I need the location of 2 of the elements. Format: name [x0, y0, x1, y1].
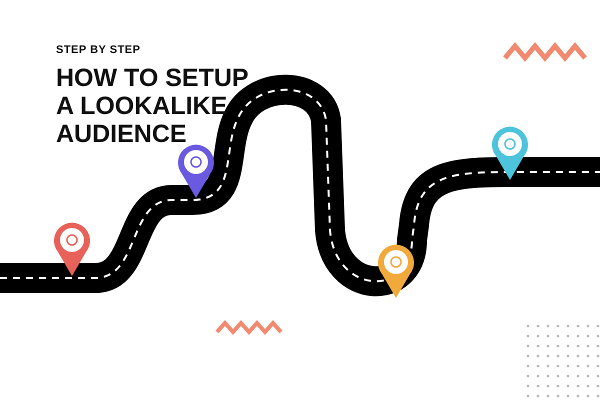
- kicker-text: STEP BY STEP: [56, 44, 140, 56]
- title: HOW TO SETUP A LOOKALIKE AUDIENCE: [56, 64, 250, 148]
